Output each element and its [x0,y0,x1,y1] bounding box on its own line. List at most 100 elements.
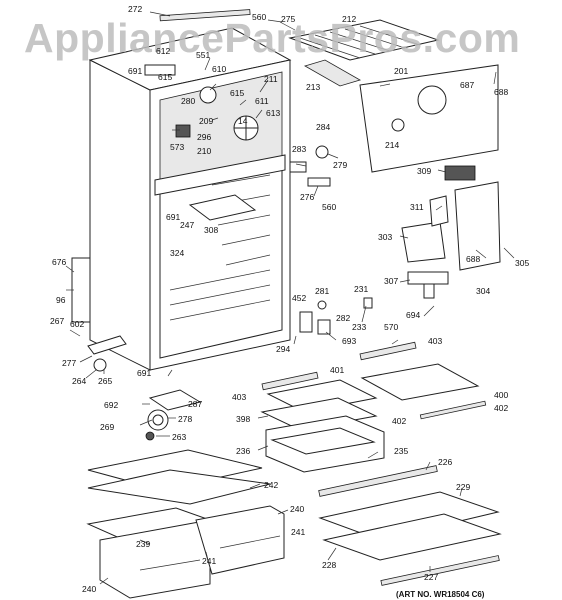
callout-240b: 240 [82,584,96,594]
callout-560b: 560 [322,202,336,212]
callout-277: 277 [62,358,76,368]
callout-294: 294 [276,344,290,354]
callout-labels: 272 560 275 212 612 551 691 615 610 211 … [50,4,529,594]
callout-305: 305 [515,258,529,268]
callout-264: 264 [72,376,86,386]
callout-240: 240 [290,504,304,514]
art-number: (ART NO. WR18504 C6) [396,590,485,599]
callout-691c: 691 [137,368,151,378]
callout-279: 279 [333,160,347,170]
callout-276: 276 [300,192,314,202]
callout-400: 400 [494,390,508,400]
callout-452: 452 [292,293,306,303]
callout-570: 570 [384,322,398,332]
callout-96: 96 [56,295,66,305]
callout-612: 612 [156,46,170,56]
callout-210: 210 [197,146,211,156]
callout-676: 676 [52,257,66,267]
callout-691b: 691 [166,212,180,222]
hinge-bracket [71,257,91,323]
callout-401: 401 [330,365,344,375]
callout-227: 227 [424,572,438,582]
callout-615b: 615 [230,88,244,98]
callout-281: 281 [315,286,329,296]
callout-272: 272 [128,4,142,14]
callout-688b: 688 [466,254,480,264]
callout-694: 694 [406,310,420,320]
top-trim [159,9,251,22]
callout-573: 573 [170,142,184,152]
callout-304: 304 [476,286,490,296]
crisper-drawers [86,449,285,599]
ice-tray [303,59,362,87]
glass-shelves [260,341,502,586]
callout-402b: 402 [392,416,406,426]
callout-263: 263 [172,432,186,442]
callout-214: 214 [385,140,399,150]
callout-280: 280 [181,96,195,106]
callout-283: 283 [292,144,306,154]
callout-275: 275 [281,14,295,24]
callout-284: 284 [316,122,330,132]
callout-239: 239 [136,539,150,549]
callout-226: 226 [438,457,452,467]
callout-241b: 241 [202,556,216,566]
freezer-shelf [288,19,440,61]
callout-693: 693 [342,336,356,346]
evaporator-cover [359,64,499,173]
callout-267: 267 [50,316,64,326]
callout-212: 212 [342,14,356,24]
callout-311: 311 [410,202,424,212]
bottom-hinge [87,335,127,355]
callout-14: 14 [238,116,248,126]
callout-602: 602 [70,319,84,329]
callout-692: 692 [104,400,118,410]
callout-282: 282 [336,313,350,323]
label-309 [444,165,476,181]
callout-247: 247 [180,220,194,230]
callout-403: 403 [428,336,442,346]
leader-lines [65,11,515,585]
callout-213: 213 [306,82,320,92]
watermark: AppliancePartsPros.com [24,15,520,61]
callout-613: 613 [266,108,280,118]
callout-398: 398 [236,414,250,424]
control-knob [407,271,449,285]
callout-402: 402 [494,403,508,413]
callout-687: 687 [460,80,474,90]
callout-303: 303 [378,232,392,242]
callout-551: 551 [196,50,210,60]
bracket-612 [144,64,176,76]
cabinet [88,27,292,371]
callout-309: 309 [417,166,431,176]
callout-560: 560 [252,12,266,22]
callout-610: 610 [212,64,226,74]
control-housing [454,181,501,271]
callout-236: 236 [236,446,250,456]
callout-241: 241 [291,527,305,537]
callout-269: 269 [100,422,114,432]
callout-324: 324 [170,248,184,258]
callout-235: 235 [394,446,408,456]
callout-308: 308 [204,225,218,235]
callout-691: 691 [128,66,142,76]
callout-211: 211 [264,74,278,84]
callout-615: 615 [158,72,172,82]
callout-233: 233 [352,322,366,332]
callout-209: 209 [199,116,213,126]
damper [401,221,446,263]
callout-403b: 403 [232,392,246,402]
callout-231: 231 [354,284,368,294]
callout-278: 278 [178,414,192,424]
callout-242: 242 [264,480,278,490]
callout-287: 287 [188,399,202,409]
callout-688: 688 [494,87,508,97]
callout-307: 307 [384,276,398,286]
callout-229: 229 [456,482,470,492]
callout-296: 296 [197,132,211,142]
callout-611: 611 [255,96,269,106]
callout-265: 265 [98,376,112,386]
callout-228: 228 [322,560,336,570]
